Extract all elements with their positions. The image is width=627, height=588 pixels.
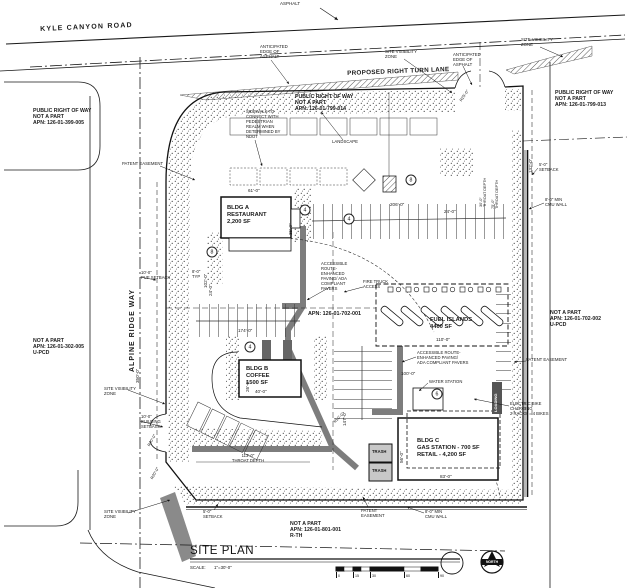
- building-c: [397, 410, 501, 481]
- building-b: [211, 340, 323, 428]
- loading-zone: [492, 382, 502, 414]
- scale-bar: [335, 566, 439, 572]
- pump-symbols: [387, 286, 502, 293]
- fuel-island: [380, 305, 504, 327]
- site-visibility-wedges: [160, 45, 593, 562]
- detail-bubble: [440, 551, 464, 575]
- leader-lines: [127, 46, 564, 514]
- north-arrow-label: NORTH: [485, 559, 499, 564]
- east-dashdot-line: [522, 136, 627, 142]
- title-block-graphics: [190, 550, 504, 575]
- north-arrow-icon: [480, 550, 504, 574]
- scale-label: SCALE:: [190, 565, 206, 570]
- alpine-ridge-way-lines: [4, 57, 141, 588]
- monument-sign: [382, 92, 397, 193]
- site-plan-title: SITE PLAN: [190, 545, 255, 557]
- trash-enclosures: [368, 443, 393, 482]
- parking-stalls: [186, 117, 511, 460]
- scale-value: 1"=30'-0": [214, 565, 232, 570]
- fuel-canopy: [375, 283, 509, 347]
- kyle-canyon-road-lines: [0, 7, 626, 72]
- landscape-buffer-stipple: [167, 89, 523, 505]
- cmu-wall: [186, 150, 529, 510]
- building-a: [220, 196, 301, 252]
- entry-diamond-feature: [352, 168, 376, 192]
- south-road-lines: [79, 529, 506, 588]
- parcel-boundary: [165, 85, 524, 501]
- driveway-flares: [149, 42, 506, 453]
- water-station-structure: [412, 387, 444, 411]
